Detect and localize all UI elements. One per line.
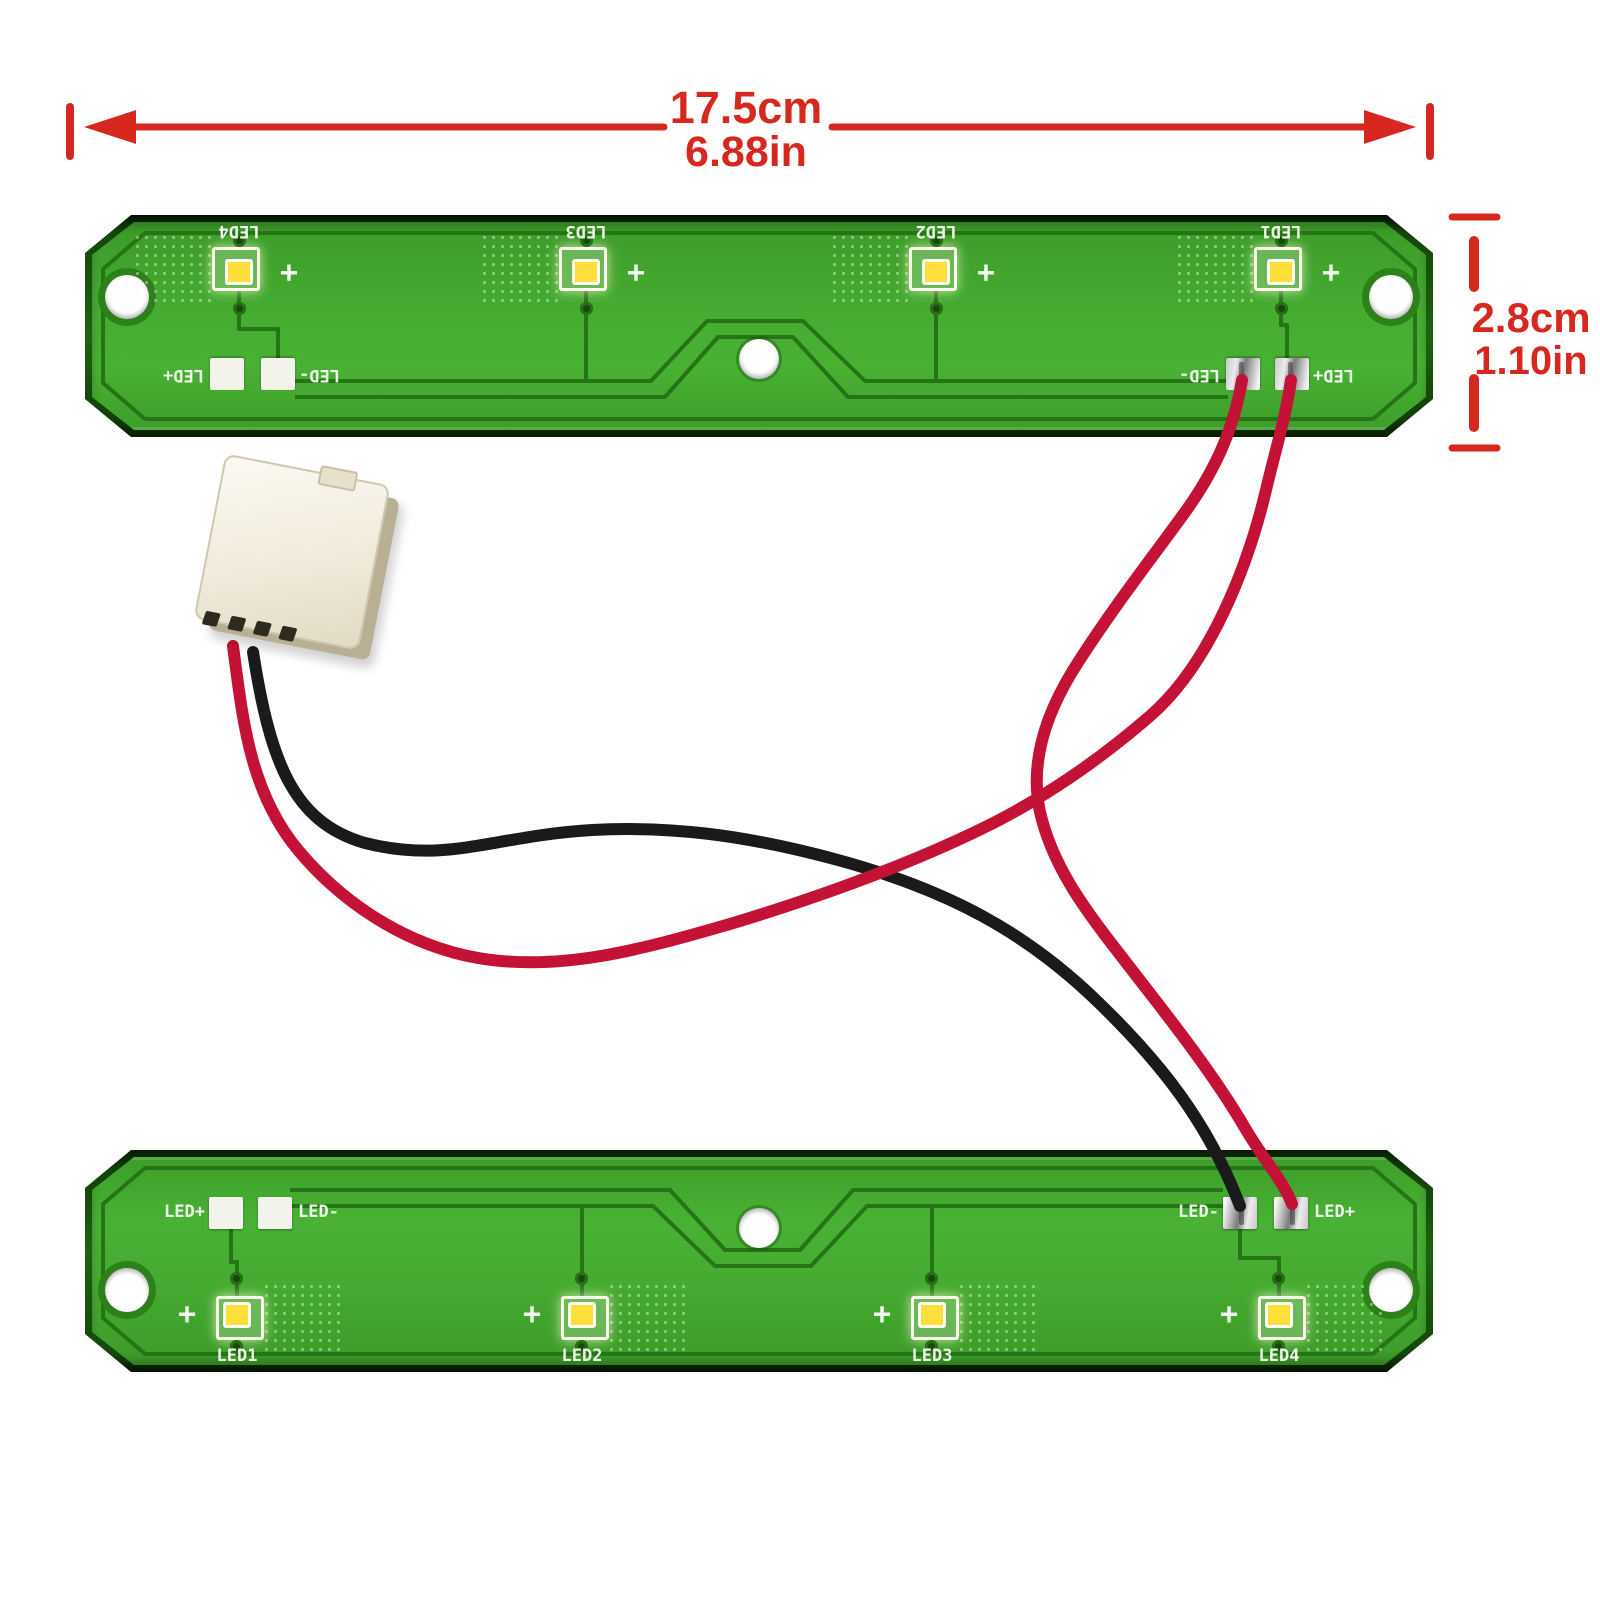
led-chip [918, 1302, 946, 1328]
led-package [1254, 247, 1302, 291]
pcb-texture [607, 1282, 689, 1352]
pin-slot [278, 625, 298, 642]
center-hole [739, 1208, 779, 1248]
via [930, 302, 943, 315]
via [230, 1340, 243, 1353]
mounting-hole [1369, 1268, 1413, 1312]
polarity-mark: + [976, 255, 996, 290]
height-dimension-in: 1.10in [1474, 339, 1588, 383]
led-package [909, 247, 957, 291]
pad-label: LED+ [164, 1202, 205, 1222]
mounting-hole [105, 1268, 149, 1312]
led-label: LED2 [915, 221, 957, 241]
pcb-texture [829, 235, 911, 305]
led-label: LED4 [218, 221, 260, 241]
led-board-bottom: LED+ LED- LED- LED+ + LED1 + LED2 + LED3 [85, 1150, 1433, 1372]
led-chip [1265, 1302, 1293, 1328]
solder-pad [1226, 358, 1260, 390]
led-label: LED3 [565, 221, 607, 241]
led-package [216, 1296, 264, 1340]
via [925, 1272, 938, 1285]
led-chip [572, 259, 600, 285]
pad-label: LED- [298, 1202, 339, 1222]
solder-pad [209, 1197, 243, 1229]
pad-label: LED+ [1313, 365, 1354, 385]
led-package [561, 1296, 609, 1340]
polarity-mark: + [177, 1297, 197, 1332]
via [1275, 302, 1288, 315]
led-label: LED2 [561, 1346, 603, 1366]
pcb-texture [262, 1282, 344, 1352]
polarity-mark: + [279, 255, 299, 290]
pcb-texture [957, 1282, 1039, 1352]
red-wire-connector-to-top-board [227, 374, 1297, 969]
pad-label: LED+ [1314, 1202, 1355, 1222]
red-wire-top-board-to-bottom-board [1030, 374, 1298, 1210]
arrowhead-right [1364, 110, 1416, 144]
led-package [212, 247, 260, 291]
via [1272, 1340, 1285, 1353]
via [580, 302, 593, 315]
solder-pad [1275, 358, 1309, 390]
polarity-mark: + [872, 1297, 892, 1332]
solder-pad [210, 358, 244, 390]
pcb-texture [479, 235, 561, 305]
pad-label: LED- [1179, 365, 1220, 385]
led-package [559, 247, 607, 291]
led-chip [1267, 259, 1295, 285]
via [230, 1272, 243, 1285]
pcb-texture [132, 235, 214, 305]
polarity-mark: + [522, 1297, 542, 1332]
via [233, 302, 246, 315]
pad-label: LED- [299, 365, 340, 385]
pad-label: LED+ [163, 365, 204, 385]
via [575, 1340, 588, 1353]
connector-plug [193, 453, 391, 651]
mounting-hole [1369, 275, 1413, 319]
solder-pad [258, 1197, 292, 1229]
via [925, 1340, 938, 1353]
solder-pad [261, 358, 295, 390]
led-label: LED3 [911, 1346, 953, 1366]
arrowhead-left [84, 110, 136, 144]
pin-slot [201, 610, 221, 627]
pcb-texture [1174, 235, 1256, 305]
pin-slot [252, 620, 272, 637]
polarity-mark: + [1321, 255, 1341, 290]
width-dimension-in: 6.88in [685, 128, 807, 176]
led-package [1258, 1296, 1306, 1340]
polarity-mark: + [626, 255, 646, 290]
pcb-texture [1304, 1282, 1386, 1352]
led-label: LED4 [1258, 1346, 1300, 1366]
height-dimension-cm: 2.8cm [1471, 294, 1591, 341]
led-board-top: LED+ LED- LED- LED+ + LED1 + LED2 + LED3 [85, 215, 1433, 437]
polarity-mark: + [1219, 1297, 1239, 1332]
led-package [911, 1296, 959, 1340]
pin-slot [227, 615, 247, 632]
led-label: LED1 [216, 1346, 258, 1366]
black-wire [247, 646, 1246, 1212]
solder-pad [1274, 1197, 1308, 1229]
solder-pad [1223, 1197, 1257, 1229]
led-chip [223, 1302, 251, 1328]
width-dimension-cm: 17.5cm [669, 82, 823, 133]
via [575, 1272, 588, 1285]
led-chip [922, 259, 950, 285]
center-hole [739, 339, 779, 379]
led-chip [568, 1302, 596, 1328]
pad-label: LED- [1178, 1202, 1219, 1222]
via [1272, 1272, 1285, 1285]
led-label: LED1 [1260, 221, 1302, 241]
led-chip [225, 259, 253, 285]
